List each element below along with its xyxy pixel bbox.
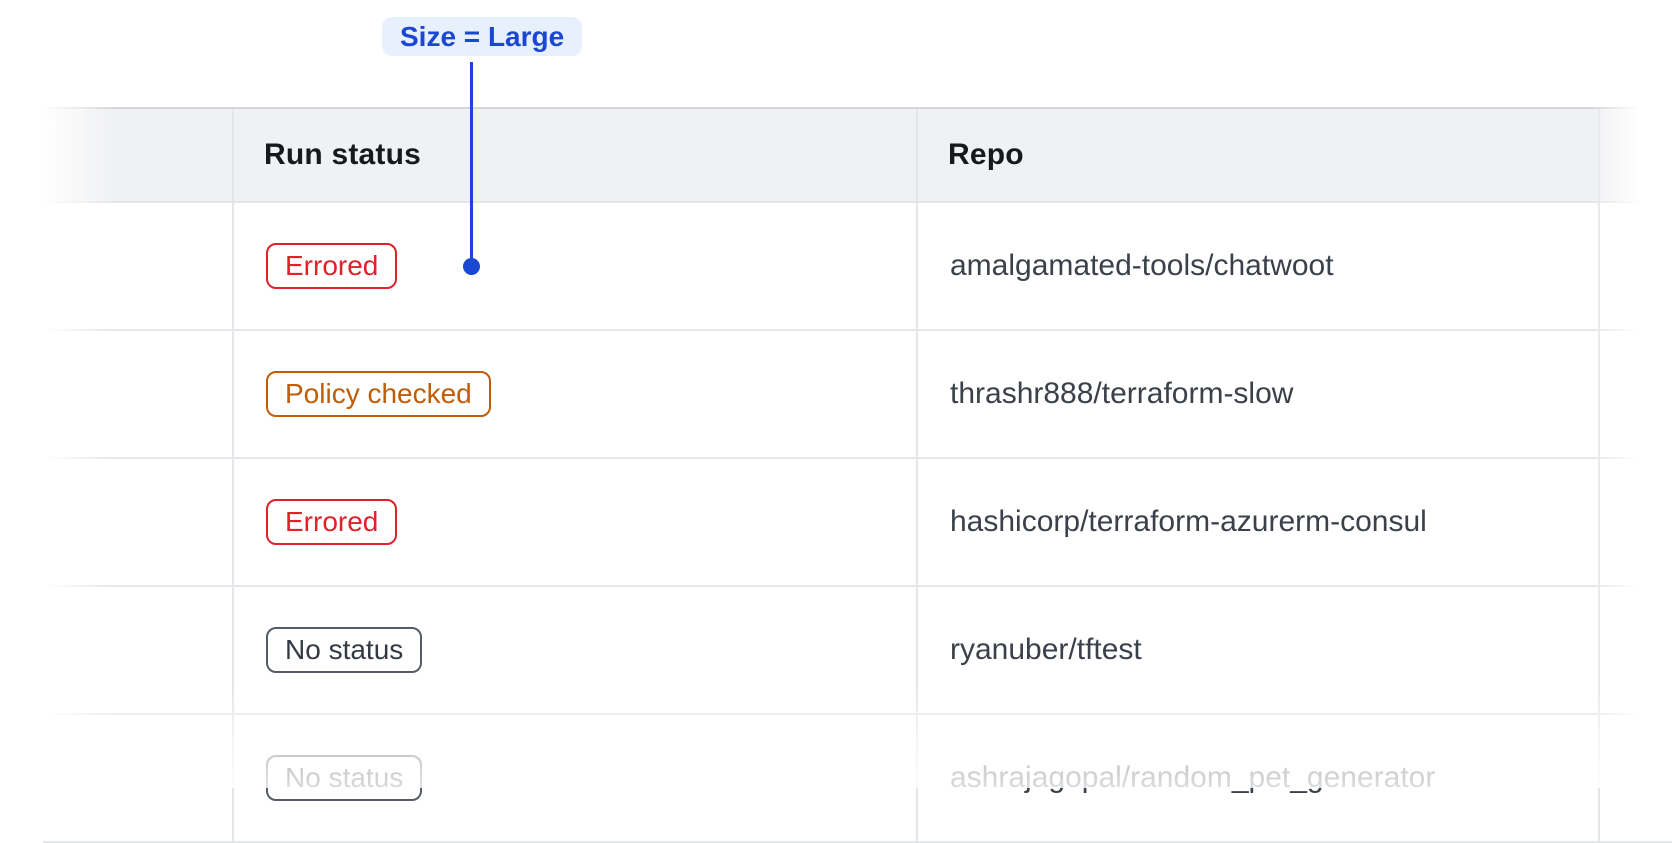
row-select-cell — [43, 203, 232, 329]
column-header-select — [43, 109, 232, 201]
extra-cell — [1598, 587, 1672, 713]
table-header-row: Run status Repo — [43, 107, 1672, 203]
annotation-connector-line — [470, 62, 473, 259]
run-status-cell: No status — [232, 715, 916, 841]
repo-cell: thrashr888/terraform-slow — [916, 331, 1598, 457]
status-badge: Policy checked — [266, 371, 491, 417]
column-header-repo: Repo — [916, 109, 1598, 201]
repo-header-label: Repo — [948, 138, 1024, 171]
run-status-header-label: Run status — [264, 138, 422, 171]
run-status-cell: Errored — [232, 203, 916, 329]
table-row[interactable]: Errored amalgamated-tools/chatwoot — [43, 203, 1672, 331]
row-select-cell — [43, 715, 232, 841]
status-badge: Errored — [266, 243, 398, 289]
table-row[interactable]: No status ashrajagopal/random_pet_genera… — [43, 715, 1672, 843]
size-annotation-label: Size = Large — [382, 17, 583, 56]
row-select-cell — [43, 587, 232, 713]
repo-cell: ryanuber/tftest — [916, 587, 1598, 713]
extra-cell — [1598, 331, 1672, 457]
run-status-cell: Errored — [232, 459, 916, 585]
column-header-run-status: Run status — [232, 109, 916, 201]
repo-cell: hashicorp/terraform-azurerm-consul — [916, 459, 1598, 585]
extra-cell — [1598, 715, 1672, 841]
status-badge: No status — [266, 755, 423, 801]
repo-name: ryanuber/tftest — [950, 633, 1142, 666]
row-select-cell — [43, 331, 232, 457]
run-status-cell: Policy checked — [232, 331, 916, 457]
repo-name: thrashr888/terraform-slow — [950, 377, 1294, 410]
table-row[interactable]: Policy checked thrashr888/terraform-slow — [43, 331, 1672, 459]
table-row[interactable]: No status ryanuber/tftest — [43, 587, 1672, 715]
repo-name: ashrajagopal/random_pet_generator — [950, 761, 1436, 794]
extra-cell — [1598, 203, 1672, 329]
status-badge: Errored — [266, 499, 398, 545]
repo-name: hashicorp/terraform-azurerm-consul — [950, 505, 1427, 538]
repo-cell: ashrajagopal/random_pet_generator — [916, 715, 1598, 841]
repo-name: amalgamated-tools/chatwoot — [950, 249, 1334, 282]
table-row[interactable]: Errored hashicorp/terraform-azurerm-cons… — [43, 459, 1672, 587]
runs-table: Run status Repo Errored amalgamated-tool… — [43, 107, 1672, 843]
status-badge: No status — [266, 627, 423, 673]
repo-cell: amalgamated-tools/chatwoot — [916, 203, 1598, 329]
annotation-pointer-dot — [463, 258, 480, 275]
extra-cell — [1598, 459, 1672, 585]
column-header-extra — [1598, 109, 1672, 201]
run-status-cell: No status — [232, 587, 916, 713]
row-select-cell — [43, 459, 232, 585]
